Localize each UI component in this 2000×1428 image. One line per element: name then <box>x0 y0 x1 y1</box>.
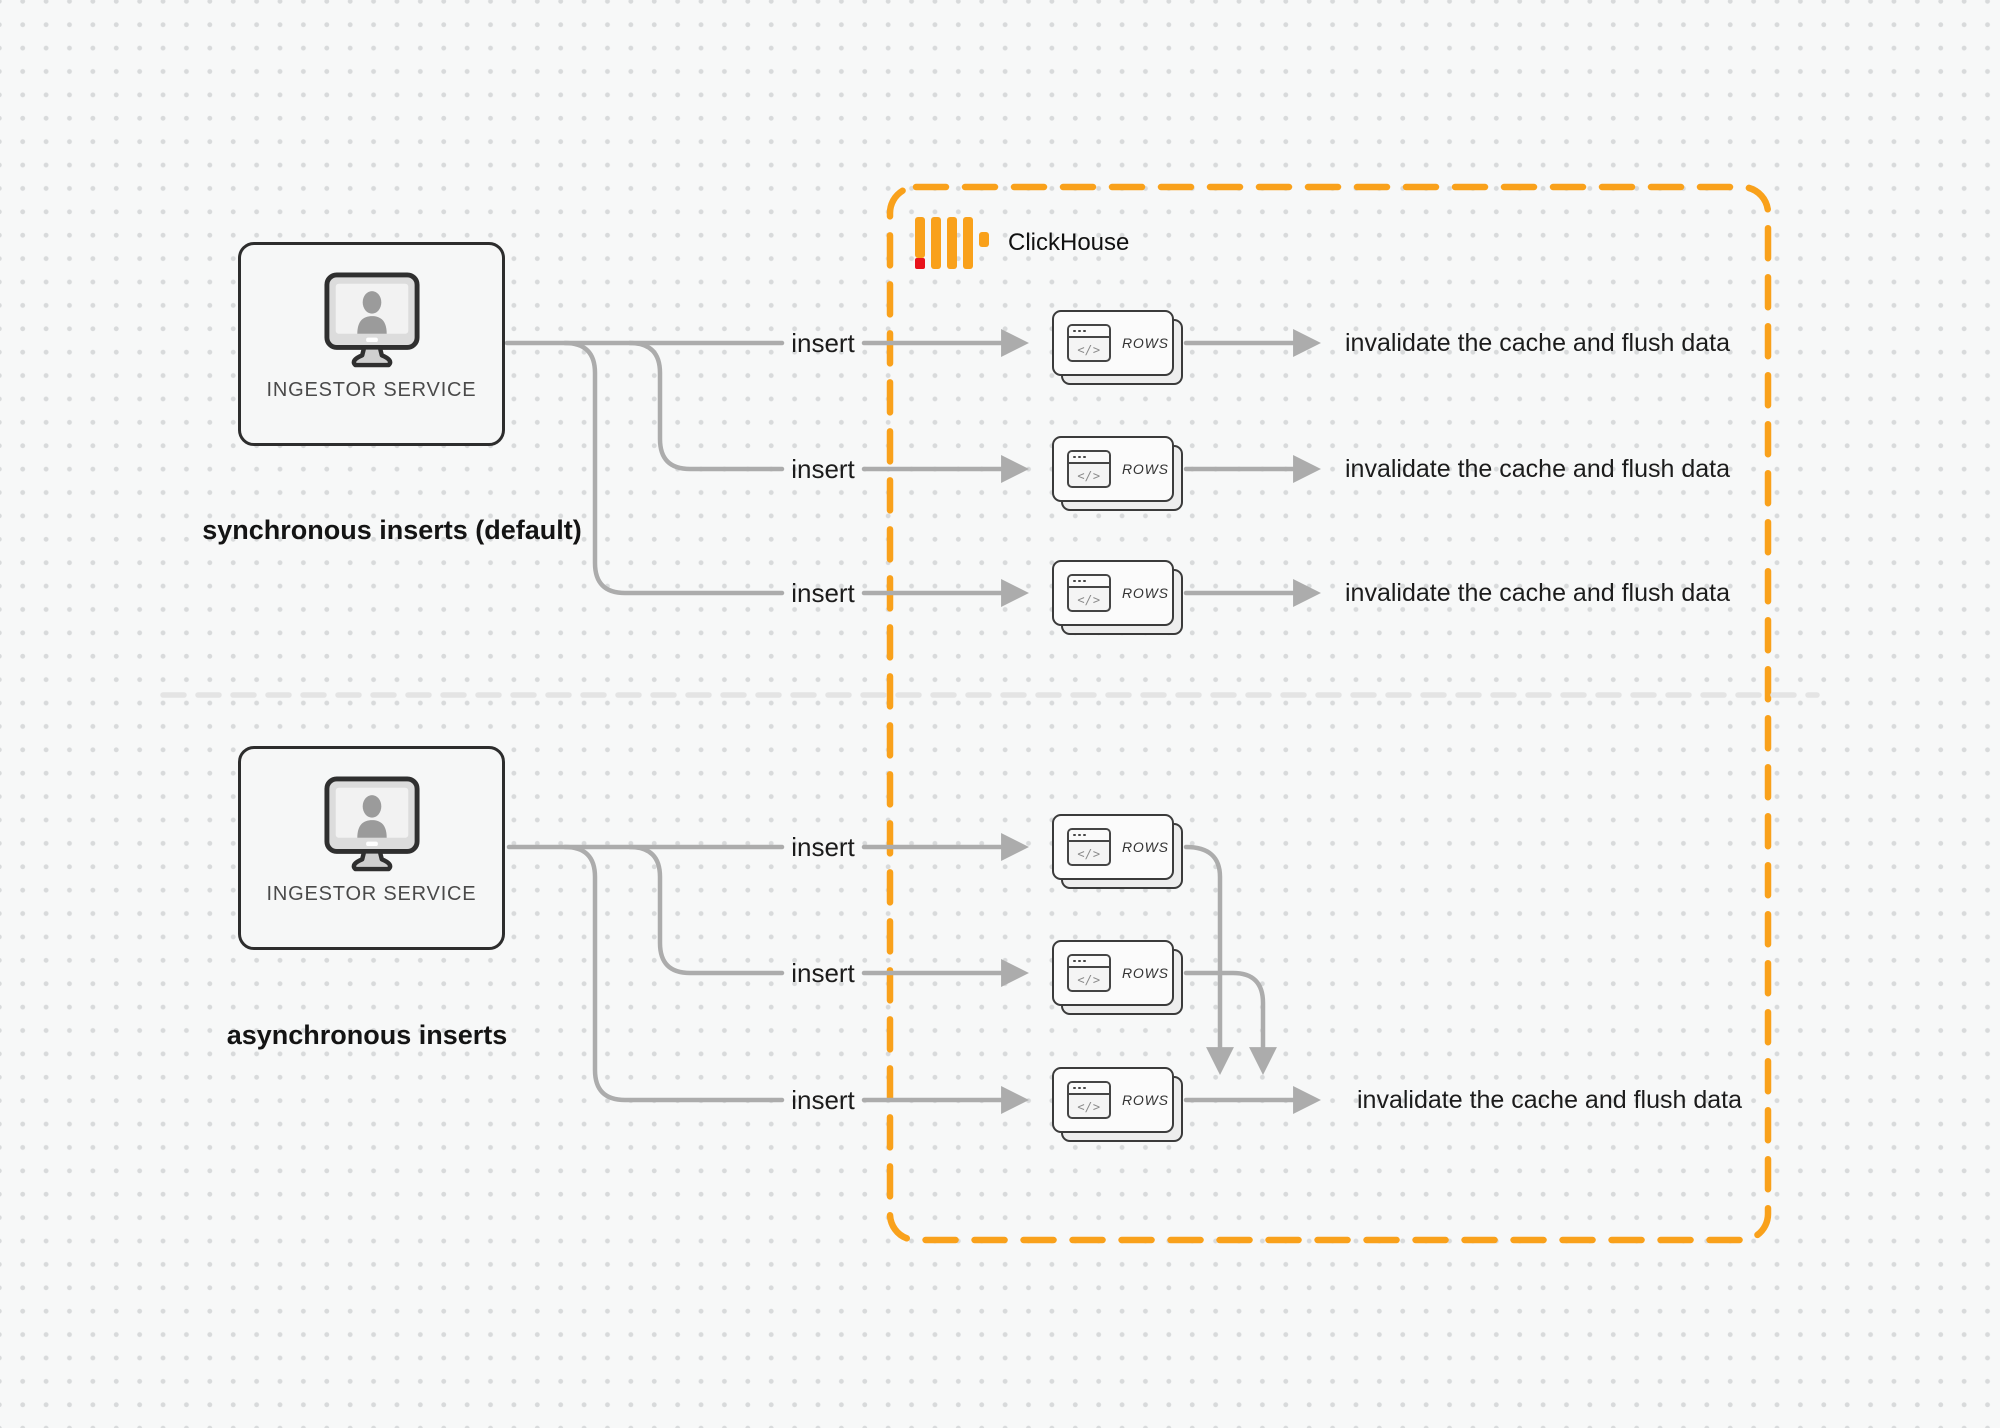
window-dots-icon <box>1069 830 1109 842</box>
window-dots-icon <box>1069 576 1109 588</box>
rows-card-sync-3: </> ROWS <box>1052 560 1183 635</box>
rows-card-face: </> ROWS <box>1052 814 1174 880</box>
clickhouse-boundary <box>886 183 1772 1244</box>
rows-card-face: </> ROWS <box>1052 436 1174 502</box>
result-label-sync-1: invalidate the cache and flush data <box>1345 329 1730 357</box>
code-glyph: </> <box>1077 1100 1101 1114</box>
connector-sync-branch-row2 <box>627 340 785 472</box>
ingestor-service-label: INGESTOR SERVICE <box>266 379 477 401</box>
window-dots-icon <box>1069 452 1109 464</box>
code-glyph: </> <box>1077 973 1101 987</box>
clickhouse-label: ClickHouse <box>1008 229 1130 256</box>
result-label-async: invalidate the cache and flush data <box>1357 1086 1742 1114</box>
code-window-icon: </> <box>1067 574 1111 612</box>
rows-label: ROWS <box>1122 461 1169 477</box>
rows-card-face: </> ROWS <box>1052 310 1174 376</box>
insert-label-async-2: insert <box>791 958 855 988</box>
window-dots-icon <box>1069 326 1109 338</box>
sync-caption: synchronous inserts (default) <box>202 515 582 545</box>
connector-group <box>504 329 1321 1114</box>
rows-card-sync-2: </> ROWS <box>1052 436 1183 511</box>
insert-label-async-1: insert <box>791 832 855 862</box>
window-dots-icon <box>1069 956 1109 968</box>
clickhouse-logo-icon <box>915 217 989 269</box>
arrow-async-merge-2 <box>1183 970 1277 1075</box>
ingestor-service-box-async: INGESTOR SERVICE <box>238 746 505 950</box>
arrow-async-merge-1 <box>1183 844 1234 1075</box>
insert-label-async-3: insert <box>791 1085 855 1115</box>
connector-sync-branch-row3 <box>562 340 785 596</box>
rows-card-async-3: </> ROWS <box>1052 1067 1183 1142</box>
insert-label-sync-1: insert <box>791 328 855 358</box>
connector-async-branch-row2 <box>627 844 785 976</box>
code-window-icon: </> <box>1067 324 1111 362</box>
monitor-user-icon <box>323 272 420 368</box>
code-window-icon: </> <box>1067 954 1111 992</box>
monitor-user-icon <box>323 776 420 872</box>
window-dots-icon <box>1069 1083 1109 1095</box>
ingestor-service-label: INGESTOR SERVICE <box>266 883 477 905</box>
code-glyph: </> <box>1077 847 1101 861</box>
rows-card-sync-1: </> ROWS <box>1052 310 1183 385</box>
insert-label-sync-2: insert <box>791 454 855 484</box>
rows-label: ROWS <box>1122 335 1169 351</box>
rows-label: ROWS <box>1122 839 1169 855</box>
rows-card-face: </> ROWS <box>1052 940 1174 1006</box>
rows-card-face: </> ROWS <box>1052 560 1174 626</box>
result-label-sync-2: invalidate the cache and flush data <box>1345 455 1730 483</box>
code-window-icon: </> <box>1067 1081 1111 1119</box>
code-window-icon: </> <box>1067 450 1111 488</box>
result-label-sync-3: invalidate the cache and flush data <box>1345 579 1730 607</box>
rows-card-async-2: </> ROWS <box>1052 940 1183 1015</box>
code-glyph: </> <box>1077 343 1101 357</box>
rows-card-face: </> ROWS <box>1052 1067 1174 1133</box>
rows-label: ROWS <box>1122 1092 1169 1108</box>
ingestor-service-box-sync: INGESTOR SERVICE <box>238 242 505 446</box>
code-glyph: </> <box>1077 469 1101 483</box>
insert-label-sync-3: insert <box>791 578 855 608</box>
rows-card-async-1: </> ROWS <box>1052 814 1183 889</box>
rows-label: ROWS <box>1122 965 1169 981</box>
connector-async-branch-row3 <box>562 844 785 1103</box>
rows-label: ROWS <box>1122 585 1169 601</box>
code-glyph: </> <box>1077 593 1101 607</box>
code-window-icon: </> <box>1067 828 1111 866</box>
async-caption: asynchronous inserts <box>226 1020 508 1050</box>
